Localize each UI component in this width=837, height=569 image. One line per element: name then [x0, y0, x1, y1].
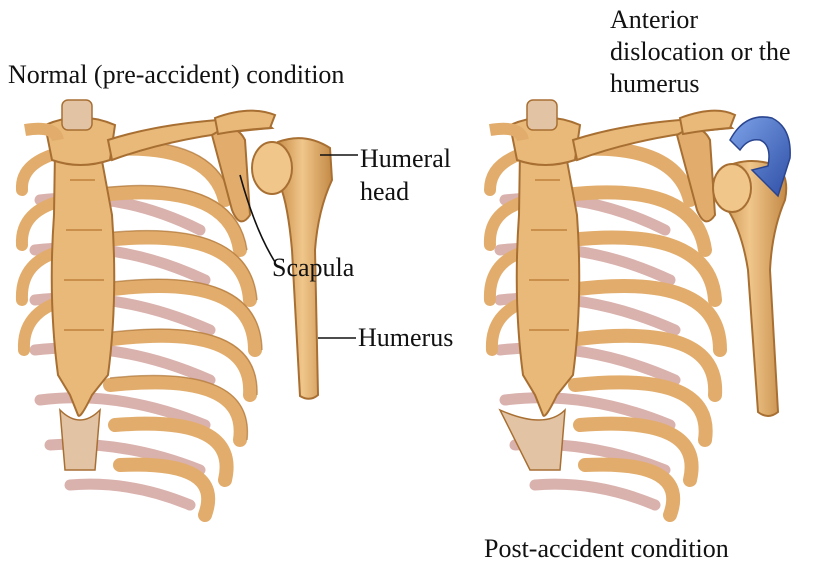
humeral-head-label-line1: Humeral — [360, 142, 451, 175]
ribcage-normal — [22, 100, 332, 515]
anterior-label-line1: Anterior — [610, 4, 791, 36]
humerus-label: Humerus — [358, 323, 453, 353]
humeral-head-dislocated — [713, 164, 751, 212]
humeral-head-label-line2: head — [360, 175, 451, 208]
normal-condition-title: Normal (pre-accident) condition — [8, 60, 344, 90]
humeral-head-normal — [252, 142, 292, 194]
scapula-label: Scapula — [272, 253, 354, 283]
anterior-label-line2: dislocation or the — [610, 36, 791, 68]
anterior-dislocation-label: Anterior dislocation or the humerus — [610, 4, 791, 100]
post-accident-title: Post-accident condition — [484, 534, 729, 564]
anterior-label-line3: humerus — [610, 68, 791, 100]
humeral-head-label: Humeral head — [360, 142, 451, 208]
ribcage-post — [490, 100, 786, 515]
